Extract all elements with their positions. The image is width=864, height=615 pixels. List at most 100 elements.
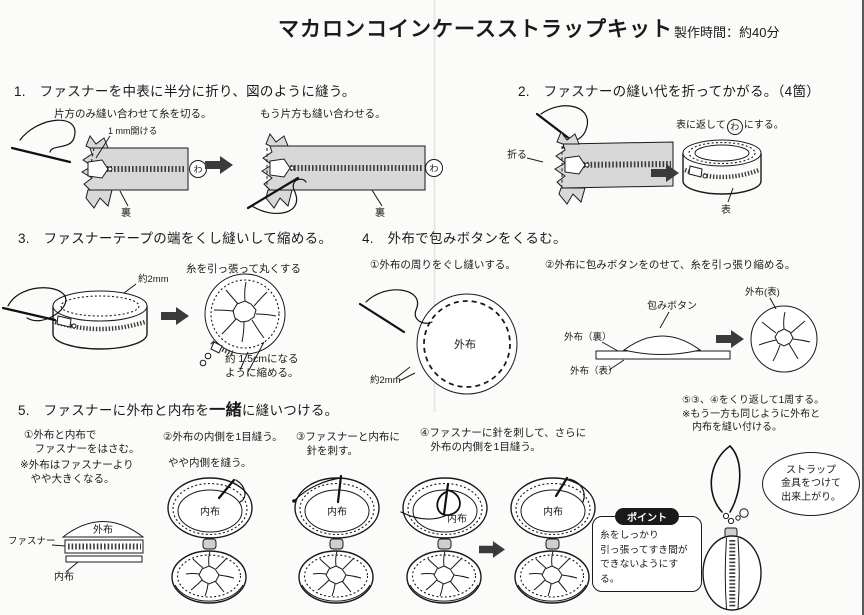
gather-ray [215,557,228,570]
gather-ray [533,579,546,591]
leader-line [371,189,383,207]
gather-ray [244,281,247,302]
lid-rim [407,482,483,536]
thread [19,119,76,153]
gather-ray [561,574,578,579]
step5-sub3: ③ファスナーと内布に 針を刺す。 [296,431,400,458]
gather-hole [541,565,563,585]
thread [365,289,433,324]
step4-heading: 4. 外布で包みボタンをくるむ。 [362,231,567,246]
label-back: 裏 [375,206,385,219]
step4-diagram-fabric: 外布 約2mm [358,289,518,395]
bottom-shell [298,550,374,604]
gather-ray [772,344,781,362]
step1-caption-left: 片方のみ縫い合わせて糸を切る。 [54,108,212,120]
leader-line [65,561,79,573]
label-inner-fabric: 内布 [543,505,563,518]
step5-sub2-note: やや内側を縫う。 [168,457,252,469]
arrow-icon [716,330,744,348]
gather-ray [221,318,237,335]
label-fold: 折る [507,148,527,161]
zipper-teeth [54,319,146,332]
stitch-ring [519,554,585,598]
zipper-slider [56,315,72,328]
step5-macaron-4: 内布 [510,476,596,604]
zipper-slider [329,538,344,550]
stitch-ring [411,554,477,598]
step5-sub1: ①外布と内布で ファスナーをはさむ。 [24,429,140,456]
gather-ray [341,580,352,593]
gather-ray [214,580,225,593]
gather-ray [557,580,568,593]
slider-pull [204,352,212,360]
gather-ray [331,583,336,597]
zipper-slider [688,165,703,178]
step2-heading: 2. ファスナーの縫い代を折ってかがる。（4箇） [518,84,821,99]
gather-ray [425,579,438,591]
gather-ray [450,557,463,570]
label-wa: わ [193,165,202,175]
paper-fold-crease [433,0,436,412]
wa-circle [425,159,443,177]
thread [235,479,246,503]
gather-hole [325,565,347,585]
zipper-slider [564,155,586,175]
torn-flap [85,134,109,149]
step3-caption: 糸を引っ張って丸くする [186,263,301,275]
strap-loop [710,445,731,513]
zipper-edge [724,537,727,610]
thread [568,478,585,503]
outer-fabric-circle [416,293,518,395]
zipper-slider [269,158,291,178]
gather-ray [547,583,552,597]
button-dome [622,335,702,355]
finished-strap-diagram [702,445,762,611]
thread [294,477,342,501]
gather-hole [198,565,220,585]
leader-line [95,135,111,159]
gather-stitches [60,295,140,317]
slider-pull [199,359,207,367]
label-wa: わ [429,164,438,174]
inner-fabric-strip [65,555,143,563]
gather-ray [218,574,235,579]
zipper-teeth [568,161,672,168]
torn-flap [85,189,113,209]
leader-line [239,351,249,371]
gather-ray [192,558,204,569]
outer-fabric-dome [61,521,145,538]
step2-caption: 表に返してわにする。 [676,119,784,135]
thread [7,287,67,322]
needle-icon [442,482,450,516]
step3-diagram-gathered [199,273,286,373]
zipper-tape [81,147,189,191]
shell-edge [301,584,371,602]
torn-flap [265,132,289,147]
arrow-icon [479,541,505,558]
needle-icon [336,474,343,504]
bottom-shell [406,550,482,604]
lid-inner [304,489,370,533]
gather-ray [225,289,239,305]
gather-ray [439,583,444,597]
cylinder-wall [52,306,148,350]
ring-opening [694,144,750,162]
gather-ray [319,558,331,569]
stitch-ring [303,554,369,598]
zipper-teeth [210,340,235,356]
strap-bead [735,515,741,521]
step5-sub2: ②外布の内側を1目縫う。 [163,431,283,443]
leader-line [247,341,265,373]
label-fastener: ファスナー [8,536,56,547]
gather-ray [790,320,806,334]
point-box: ポイント 糸をしっかり 引っ張ってすき間が できないようにする。 [592,508,702,592]
leader-line [395,366,411,379]
needle-icon [246,176,300,210]
bottom-shell [171,550,247,604]
strap-bead [727,517,735,525]
thread-loop [436,489,461,516]
thread [251,178,307,214]
slider-pull [71,323,77,329]
zipper-slider [437,538,452,550]
